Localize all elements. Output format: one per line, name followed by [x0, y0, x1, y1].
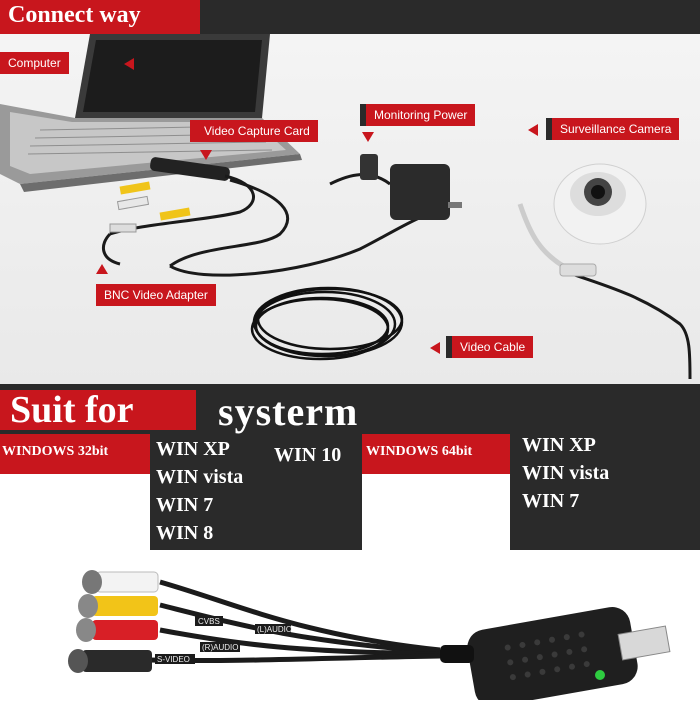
- pointer-arrow-icon: [96, 264, 108, 274]
- suit-label: Suit for: [10, 389, 134, 431]
- callout-marker: [546, 118, 552, 140]
- capture-card-image: [150, 157, 230, 181]
- os32-header: [0, 434, 150, 474]
- os64-item: WIN XP: [522, 434, 596, 456]
- callout-marker: [190, 120, 196, 142]
- suit-accent: [0, 390, 196, 430]
- os32-item: WIN XP: [156, 438, 230, 460]
- callout-video-cable-label: Video Cable: [452, 336, 534, 358]
- usb-dongle-image: [440, 607, 671, 705]
- usb-capture-device-illustration: CVBS (L)AUDIO (R)AUDIO S-VIDEO: [68, 570, 671, 705]
- callout-computer: Computer: [0, 52, 69, 74]
- os32-item: WIN 10: [274, 444, 342, 466]
- product-image: CVBS (L)AUDIO (R)AUDIO S-VIDEO: [0, 550, 700, 705]
- rca-plugs-image: [109, 181, 191, 233]
- callout-marker: [360, 104, 366, 126]
- power-adapter-image: [360, 154, 462, 220]
- system-label: systerm: [218, 389, 359, 434]
- callout-bnc: BNC Video Adapter: [96, 284, 216, 306]
- video-cable-image: [250, 286, 404, 361]
- rca-connectors-image: [68, 570, 159, 673]
- callout-computer-label: Computer: [0, 52, 69, 74]
- page-title: Connect way: [8, 2, 141, 28]
- raudio-label: (R)AUDIO: [202, 643, 238, 652]
- os32-list: WIN XP WIN vista WIN 7 WIN 8 WIN 10: [150, 434, 362, 550]
- callout-capture-card: Video Capture Card: [190, 120, 318, 142]
- svideo-label: S-VIDEO: [157, 655, 190, 664]
- os64-header: [362, 434, 510, 474]
- os32-label: WINDOWS 32bit: [2, 444, 109, 459]
- callout-camera: Surveillance Camera: [546, 118, 680, 140]
- pointer-arrow-icon: [528, 124, 538, 136]
- callout-capture-card-label: Video Capture Card: [196, 120, 318, 142]
- connection-illustration: [0, 34, 692, 380]
- pointer-arrow-icon: [200, 150, 212, 160]
- os32-item: WIN 7: [156, 494, 214, 516]
- header-accent: [0, 0, 200, 34]
- os32-item: WIN vista: [156, 466, 244, 488]
- callout-camera-label: Surveillance Camera: [552, 118, 680, 140]
- led-indicator-icon: [595, 670, 605, 680]
- pointer-arrow-icon: [362, 132, 374, 142]
- laudio-label: (L)AUDIO: [257, 625, 292, 634]
- callout-monitoring-power: Monitoring Power: [360, 104, 476, 126]
- pointer-arrow-icon: [430, 342, 440, 354]
- callout-monitoring-power-label: Monitoring Power: [366, 104, 476, 126]
- os64-item: WIN 7: [522, 490, 580, 512]
- dome-camera-image: [517, 163, 647, 277]
- os32-item: WIN 8: [156, 522, 214, 544]
- os64-list: WIN XP WIN vista WIN 7: [510, 430, 700, 550]
- os64-label: WINDOWS 64bit: [366, 444, 473, 459]
- cvbs-label: CVBS: [198, 617, 220, 626]
- callout-bnc-label: BNC Video Adapter: [96, 284, 216, 306]
- pointer-arrow-icon: [124, 58, 134, 70]
- connection-photo: Computer Video Capture Card Monitoring P…: [0, 34, 700, 384]
- callout-video-cable: Video Cable: [446, 336, 534, 358]
- os64-item: WIN vista: [522, 462, 610, 484]
- callout-marker: [446, 336, 452, 358]
